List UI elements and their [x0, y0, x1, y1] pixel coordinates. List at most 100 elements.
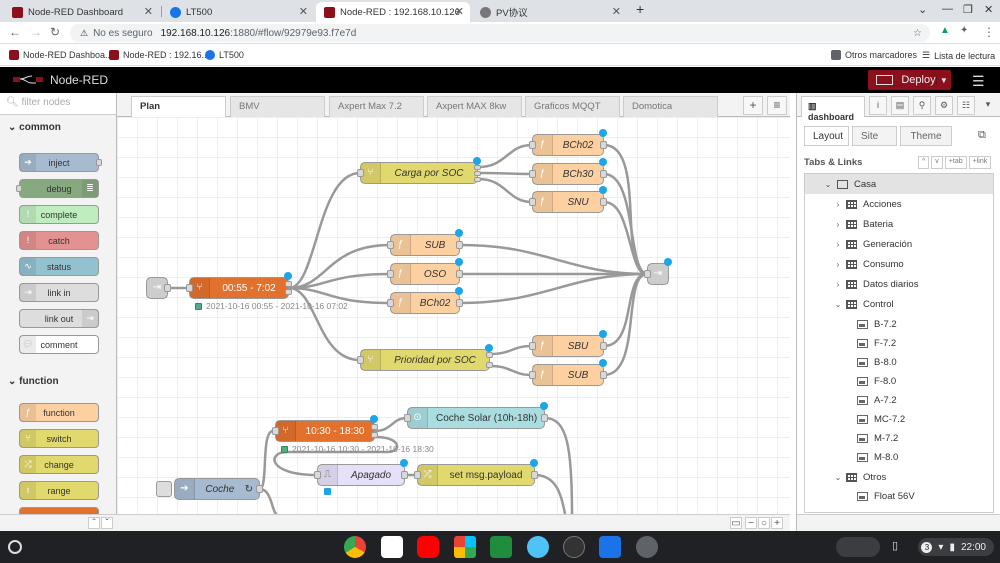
palette-node-complete[interactable]: !complete — [19, 205, 99, 224]
tote-icon[interactable] — [836, 537, 880, 557]
link-out-node[interactable]: ⇥ — [644, 258, 672, 285]
flow-list-button[interactable]: ≡ — [767, 96, 787, 115]
zoom-out-icon[interactable]: − — [745, 517, 757, 529]
phone-hub-icon[interactable]: ▯ — [892, 540, 899, 552]
reload-icon[interactable]: ↻ — [50, 25, 61, 39]
flow-node-prioridad[interactable]: ⑂Prioridad por SOC — [357, 344, 493, 371]
zoom-reset-icon[interactable]: ○ — [758, 517, 770, 529]
hamburger-menu-icon[interactable]: ☰ — [972, 73, 985, 89]
tab-graficos-mqqt[interactable]: Graficos MQQT — [525, 96, 620, 117]
tree-item-datos-diarios[interactable]: ›Datos diarios — [805, 274, 993, 294]
palette-node-catch[interactable]: !catch — [19, 231, 99, 250]
palette-filter-input[interactable]: 🔍︎ filter nodes — [0, 93, 116, 115]
tree-item-widget[interactable]: A-7.2 — [805, 390, 993, 410]
palette-node-inject[interactable]: ➔inject — [19, 153, 102, 172]
palette-node-switch[interactable]: ⑂switch — [19, 429, 99, 448]
palette-category-function[interactable]: ⌄ function — [0, 369, 116, 393]
palette-node-change[interactable]: ⤮change — [19, 455, 99, 474]
status-tray[interactable]: 3 ▾ ▮ 22:00 — [918, 538, 994, 556]
flow-node-setmsg[interactable]: ⤮set msg.payload — [414, 459, 538, 486]
tab-domotica[interactable]: Domotica — [623, 96, 718, 117]
debug-icon[interactable]: ⚲ — [913, 96, 931, 115]
more-menu-icon[interactable]: ⋮ — [983, 25, 995, 39]
url-field[interactable]: ⚠ No es seguro 192.168.10.126:1880/#flow… — [70, 24, 930, 42]
settings-icon[interactable] — [636, 536, 658, 558]
forward-icon[interactable]: → — [30, 25, 42, 39]
reading-list[interactable]: ☰Lista de lectura — [922, 50, 995, 61]
tree-item-widget[interactable]: M-7.2 — [805, 428, 993, 448]
palette-category-common[interactable]: ⌄ common — [0, 115, 116, 139]
context-icon[interactable]: ☷ — [957, 96, 975, 115]
collapse-icon[interactable]: ^ — [918, 156, 930, 169]
tab-axpert-max-8kw[interactable]: Axpert MAX 8kw — [427, 96, 522, 117]
terminal-icon[interactable] — [563, 536, 585, 558]
close-tab-icon[interactable]: ✕ — [298, 6, 308, 18]
expand-all-icon[interactable]: ˇ — [101, 517, 113, 529]
browser-tab-lt500[interactable]: LT500 ✕ — [162, 2, 314, 22]
info-icon[interactable]: i — [869, 96, 887, 115]
sidebar-tab-dashboard[interactable]: ▥ dashboard — [801, 96, 865, 122]
deploy-dropdown-icon[interactable]: ▼ — [935, 75, 951, 85]
palette-node-link-in[interactable]: ⇥link in — [19, 283, 99, 302]
flow-node-carga[interactable]: ⑂Carga por SOC — [357, 157, 481, 184]
tree-item-control[interactable]: ⌄Control — [805, 294, 993, 314]
tree-item-otros[interactable]: ⌄Otros — [805, 467, 993, 487]
close-tab-icon[interactable]: ✕ — [143, 6, 153, 18]
minimize-icon[interactable]: — — [942, 3, 953, 15]
flow-node-coche-solar[interactable]: ⊙Coche Solar (10h-18h) — [404, 402, 548, 429]
close-window-icon[interactable]: ✕ — [984, 4, 994, 16]
extensions-icon[interactable]: ✦ — [960, 25, 969, 36]
new-tab-button[interactable]: + — [636, 1, 645, 17]
collapse-all-icon[interactable]: ˆ — [88, 517, 100, 529]
palette-node-link-out[interactable]: link out⇥ — [19, 309, 99, 328]
tab-search-icon[interactable]: ⌄ — [918, 4, 928, 16]
subtab-theme[interactable]: Theme — [900, 126, 952, 146]
tree-item-widget[interactable]: Float 56V — [805, 486, 993, 506]
back-icon[interactable]: ← — [9, 25, 21, 39]
link-in-node[interactable]: ⇥ — [146, 277, 171, 299]
add-tab-button[interactable]: +tab — [944, 156, 967, 169]
gear-icon[interactable]: ⚙ — [935, 96, 953, 115]
book-icon[interactable]: ▤ — [891, 96, 909, 115]
meet-icon[interactable] — [490, 536, 512, 558]
subtab-site[interactable]: Site — [852, 126, 897, 146]
flow-node-apagado[interactable]: ⎍Apagado — [314, 459, 408, 486]
weather-icon[interactable] — [527, 536, 549, 558]
tree-item-widget[interactable]: MC-7.2 — [805, 409, 993, 429]
bookmark-star-icon[interactable]: ☆ — [913, 27, 922, 39]
bookmark-node-red[interactable]: Node-RED : 192.16... — [109, 50, 209, 60]
bookmark-node-red-dashboard[interactable]: Node-RED Dashboa... — [9, 50, 113, 60]
tree-item-widget[interactable]: M-8.0 — [805, 447, 993, 467]
restore-icon[interactable]: ❐ — [963, 4, 973, 16]
tree-item-widget[interactable]: F-8.0 — [805, 371, 993, 391]
tree-item-consumo[interactable]: ›Consumo — [805, 254, 993, 274]
drive-icon[interactable]: ▲ — [940, 25, 950, 36]
palette-node-debug[interactable]: debug≣ — [16, 179, 99, 198]
chrome-icon[interactable] — [344, 536, 366, 558]
zoom-in-icon[interactable]: + — [771, 517, 783, 529]
tab-axpert-max-72[interactable]: Axpert Max 7.2 — [329, 96, 424, 117]
palette-node-comment[interactable]: 💬︎comment — [19, 335, 99, 354]
palette-node-status[interactable]: ∿status — [19, 257, 99, 276]
add-link-button[interactable]: +link — [968, 156, 992, 169]
flow-node-coche[interactable]: ➔Coche↻ — [174, 478, 263, 500]
add-flow-button[interactable]: + — [743, 96, 763, 115]
play-store-icon[interactable] — [454, 536, 476, 558]
close-tab-icon[interactable]: ✕ — [611, 6, 621, 18]
gmail-icon[interactable] — [381, 536, 403, 558]
tree-item-generacion[interactable]: ›Generación — [805, 234, 993, 254]
expand-icon[interactable]: v — [931, 156, 943, 169]
tab-plan[interactable]: Plan — [131, 96, 226, 118]
youtube-icon[interactable] — [417, 536, 439, 558]
close-tab-icon[interactable]: ✕ — [454, 6, 464, 18]
browser-tab-node-red[interactable]: Node-RED : 192.168.10.126 ✕ — [316, 2, 470, 22]
inject-trigger-button[interactable] — [156, 481, 172, 497]
tree-item-bateria[interactable]: ›Bateria — [805, 214, 993, 234]
